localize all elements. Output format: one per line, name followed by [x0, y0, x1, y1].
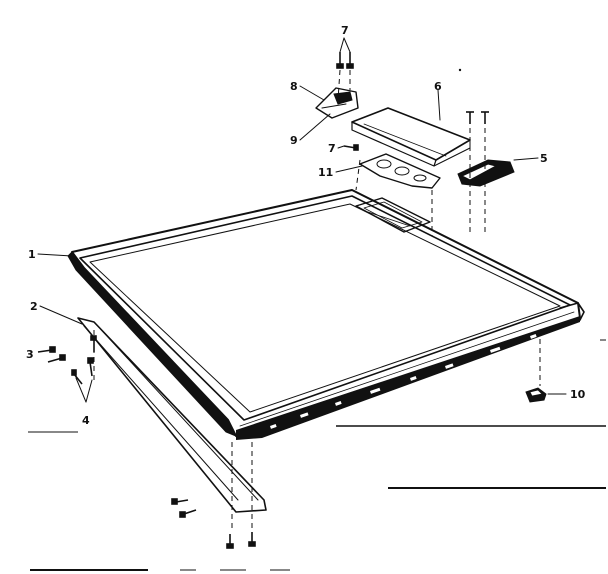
reference-rules [28, 339, 606, 571]
callout-9: 9 [290, 134, 298, 147]
callout-6: 6 [434, 80, 442, 93]
lid-panel [67, 189, 585, 440]
callout-4: 4 [82, 414, 90, 427]
mount-plate [359, 153, 441, 189]
callout-labels: 1 2 3 4 5 6 7 7 8 9 10 11 [26, 24, 586, 427]
callout-3: 3 [26, 348, 34, 361]
callout-7-mid: 7 [328, 142, 336, 155]
callout-8: 8 [290, 80, 298, 93]
callout-11: 11 [318, 166, 333, 179]
callout-5: 5 [540, 152, 548, 165]
callout-2: 2 [30, 300, 38, 313]
hinge-bar [351, 107, 471, 167]
callout-7-top: 7 [341, 24, 349, 37]
lid-handle [457, 159, 515, 187]
callout-10: 10 [570, 388, 586, 401]
leader-lines [37, 37, 567, 403]
screw-icon [37, 52, 489, 549]
assembly-lines [93, 69, 541, 530]
hinge-icon [315, 87, 359, 119]
rear-strip [77, 317, 267, 513]
foot-icon [525, 387, 547, 403]
callout-1: 1 [28, 248, 36, 261]
